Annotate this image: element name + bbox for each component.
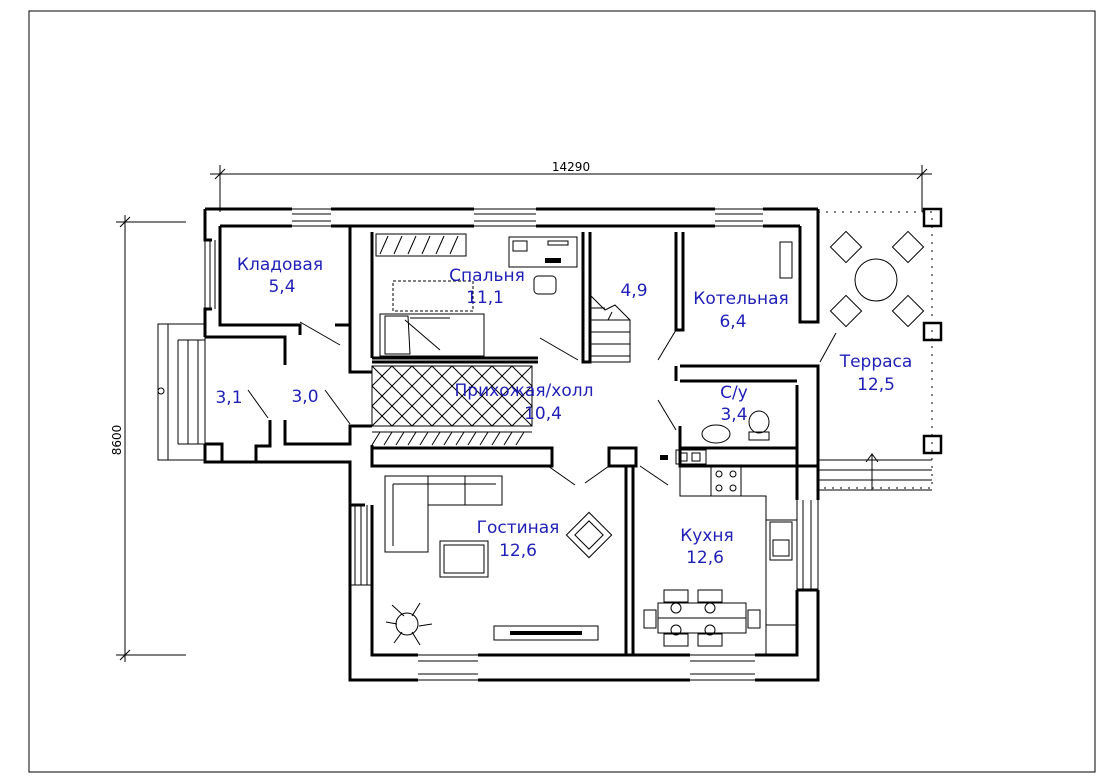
height-dimension-label: 8600 [110, 425, 124, 456]
width-dimension-label: 14290 [552, 160, 590, 174]
room-boiler-name: Котельная [693, 289, 788, 309]
room-bathroom-area: 3,4 [720, 405, 747, 425]
room-living-area: 12,6 [499, 541, 537, 561]
hall-rug-pattern [371, 365, 533, 446]
room-bathroom-name: С/у [720, 383, 748, 403]
room-kitchen-name: Кухня [680, 526, 734, 546]
width-dimension: 14290 [210, 160, 932, 212]
terrace-furniture [818, 207, 943, 491]
room-vestibule-area: 3,1 [215, 388, 242, 408]
room-hall-area: 10,4 [524, 404, 562, 424]
room-storage-area: 5,4 [268, 277, 295, 297]
room-labels: Кладовая 5,4 Спальня 11,1 4,9 Котельная … [215, 255, 912, 568]
kitchen-fixtures [643, 449, 797, 655]
room-bedroom-area: 11,1 [466, 288, 504, 308]
room-bedroom-name: Спальня [449, 266, 525, 286]
room-stair-area: 4,9 [620, 281, 647, 301]
room-terrace-name: Терраса [839, 352, 913, 372]
room-living-name: Гостиная [477, 518, 560, 538]
sheet-frame [28, 10, 1096, 773]
bathroom-fixtures [701, 410, 770, 444]
stairs [589, 294, 631, 363]
room-kitchen-area: 12,6 [686, 548, 724, 568]
room-hall-name: Прихожая/холл [455, 381, 594, 401]
door-swings [247, 321, 837, 486]
room-corridor-area: 3,0 [291, 387, 318, 407]
exterior-walls [157, 207, 820, 682]
room-boiler-area: 6,4 [719, 312, 746, 332]
living-room-furniture [384, 475, 613, 646]
bedroom-furniture [375, 233, 578, 357]
boiler-unit [779, 241, 793, 279]
room-storage-name: Кладовая [237, 255, 323, 275]
room-terrace-area: 12,5 [857, 375, 895, 395]
height-dimension: 8600 [110, 215, 186, 662]
